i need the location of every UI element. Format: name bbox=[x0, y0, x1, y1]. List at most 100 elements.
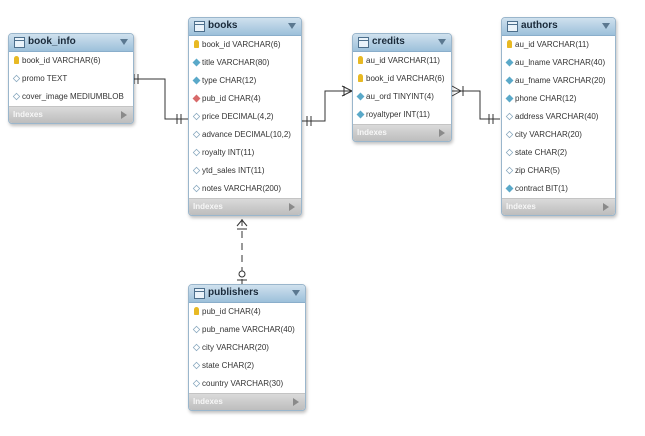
column-label: royalty INT(11) bbox=[202, 148, 255, 157]
primary-key-icon bbox=[194, 40, 199, 48]
column-row[interactable]: royalty INT(11) bbox=[189, 144, 301, 162]
column-icon bbox=[192, 112, 201, 121]
indexes-label: Indexes bbox=[193, 397, 223, 406]
not-null-column-icon bbox=[356, 110, 365, 119]
column-row[interactable]: promo TEXT bbox=[9, 70, 133, 88]
table-header[interactable]: publishers bbox=[189, 285, 305, 303]
chevron-down-icon[interactable] bbox=[288, 23, 296, 29]
column-row[interactable]: book_id VARCHAR(6) bbox=[9, 52, 133, 70]
indexes-footer[interactable]: Indexes bbox=[189, 393, 305, 410]
not-null-column-icon bbox=[192, 76, 201, 85]
chevron-down-icon[interactable] bbox=[438, 39, 446, 45]
column-icon bbox=[192, 379, 201, 388]
column-label: pub_name VARCHAR(40) bbox=[202, 325, 295, 334]
table-icon bbox=[14, 37, 25, 48]
column-row[interactable]: advance DECIMAL(10,2) bbox=[189, 126, 301, 144]
expand-arrow-icon[interactable] bbox=[121, 111, 127, 119]
column-row[interactable]: pub_id CHAR(4) bbox=[189, 90, 301, 108]
expand-arrow-icon[interactable] bbox=[293, 398, 299, 406]
table-icon bbox=[507, 21, 518, 32]
column-row[interactable]: zip CHAR(5) bbox=[502, 162, 615, 180]
column-icon bbox=[192, 130, 201, 139]
column-label: book_id VARCHAR(6) bbox=[366, 74, 445, 83]
not-null-column-icon bbox=[192, 58, 201, 67]
table-publishers[interactable]: publishers pub_id CHAR(4) pub_name VARCH… bbox=[188, 284, 306, 411]
column-row[interactable]: price DECIMAL(4,2) bbox=[189, 108, 301, 126]
indexes-label: Indexes bbox=[13, 110, 43, 119]
column-icon bbox=[192, 325, 201, 334]
column-label: state CHAR(2) bbox=[202, 361, 255, 370]
table-credits[interactable]: credits au_id VARCHAR(11) book_id VARCHA… bbox=[352, 33, 452, 142]
column-row[interactable]: address VARCHAR(40) bbox=[502, 108, 615, 126]
column-row[interactable]: ytd_sales INT(11) bbox=[189, 162, 301, 180]
column-row[interactable]: state CHAR(2) bbox=[189, 357, 305, 375]
indexes-footer[interactable]: Indexes bbox=[9, 106, 133, 123]
not-null-column-icon bbox=[356, 92, 365, 101]
table-header[interactable]: books bbox=[189, 18, 301, 36]
rel-books-credits bbox=[302, 90, 352, 122]
column-label: au_id VARCHAR(11) bbox=[515, 40, 589, 49]
column-row[interactable]: au_ord TINYINT(4) bbox=[353, 88, 451, 106]
column-row[interactable]: au_id VARCHAR(11) bbox=[353, 52, 451, 70]
column-row[interactable]: city VARCHAR(20) bbox=[189, 339, 305, 357]
column-row[interactable]: notes VARCHAR(200) bbox=[189, 180, 301, 198]
column-row[interactable]: royaltyper INT(11) bbox=[353, 106, 451, 124]
column-label: advance DECIMAL(10,2) bbox=[202, 130, 291, 139]
column-row[interactable]: pub_id CHAR(4) bbox=[189, 303, 305, 321]
column-row[interactable]: title VARCHAR(80) bbox=[189, 54, 301, 72]
column-row[interactable]: cover_image MEDIUMBLOB bbox=[9, 88, 133, 106]
expand-arrow-icon[interactable] bbox=[289, 203, 295, 211]
column-row[interactable]: book_id VARCHAR(6) bbox=[353, 70, 451, 88]
column-icon bbox=[192, 361, 201, 370]
column-row[interactable]: state CHAR(2) bbox=[502, 144, 615, 162]
table-name: publishers bbox=[208, 287, 259, 298]
column-label: city VARCHAR(20) bbox=[202, 343, 269, 352]
column-row[interactable]: au_fname VARCHAR(20) bbox=[502, 72, 615, 90]
column-icon bbox=[505, 148, 514, 157]
indexes-footer[interactable]: Indexes bbox=[189, 198, 301, 215]
column-row[interactable]: type CHAR(12) bbox=[189, 72, 301, 90]
column-label: book_id VARCHAR(6) bbox=[202, 40, 281, 49]
column-row[interactable]: city VARCHAR(20) bbox=[502, 126, 615, 144]
column-label: au_ord TINYINT(4) bbox=[366, 92, 434, 101]
column-row[interactable]: book_id VARCHAR(6) bbox=[189, 36, 301, 54]
column-label: cover_image MEDIUMBLOB bbox=[22, 92, 124, 101]
table-header[interactable]: credits bbox=[353, 34, 451, 52]
indexes-label: Indexes bbox=[357, 128, 387, 137]
foreign-key-icon bbox=[192, 94, 201, 103]
expand-arrow-icon[interactable] bbox=[439, 129, 445, 137]
table-icon bbox=[194, 21, 205, 32]
table-name: books bbox=[208, 20, 238, 31]
column-icon bbox=[505, 112, 514, 121]
column-row[interactable]: phone CHAR(12) bbox=[502, 90, 615, 108]
column-label: au_id VARCHAR(11) bbox=[366, 56, 440, 65]
column-row[interactable]: pub_name VARCHAR(40) bbox=[189, 321, 305, 339]
chevron-down-icon[interactable] bbox=[292, 290, 300, 296]
column-row[interactable]: contract BIT(1) bbox=[502, 180, 615, 198]
expand-arrow-icon[interactable] bbox=[603, 203, 609, 211]
indexes-footer[interactable]: Indexes bbox=[502, 198, 615, 215]
column-label: title VARCHAR(80) bbox=[202, 58, 270, 67]
column-label: phone CHAR(12) bbox=[515, 94, 577, 103]
chevron-down-icon[interactable] bbox=[120, 39, 128, 45]
chevron-down-icon[interactable] bbox=[602, 23, 610, 29]
indexes-label: Indexes bbox=[506, 202, 536, 211]
table-header[interactable]: book_info bbox=[9, 34, 133, 52]
column-label: city VARCHAR(20) bbox=[515, 130, 582, 139]
table-book-info[interactable]: book_info book_id VARCHAR(6) promo TEXT … bbox=[8, 33, 134, 124]
primary-key-icon bbox=[358, 74, 363, 82]
column-row[interactable]: au_lname VARCHAR(40) bbox=[502, 54, 615, 72]
column-row[interactable]: au_id VARCHAR(11) bbox=[502, 36, 615, 54]
not-null-column-icon bbox=[505, 184, 514, 193]
column-label: promo TEXT bbox=[22, 74, 68, 83]
column-label: au_fname VARCHAR(20) bbox=[515, 76, 606, 85]
table-authors[interactable]: authors au_id VARCHAR(11) au_lname VARCH… bbox=[501, 17, 616, 216]
primary-key-icon bbox=[358, 56, 363, 64]
table-books[interactable]: books book_id VARCHAR(6) title VARCHAR(8… bbox=[188, 17, 302, 216]
indexes-footer[interactable]: Indexes bbox=[353, 124, 451, 141]
table-icon bbox=[358, 37, 369, 48]
table-header[interactable]: authors bbox=[502, 18, 615, 36]
column-icon bbox=[192, 184, 201, 193]
column-label: state CHAR(2) bbox=[515, 148, 568, 157]
column-row[interactable]: country VARCHAR(30) bbox=[189, 375, 305, 393]
